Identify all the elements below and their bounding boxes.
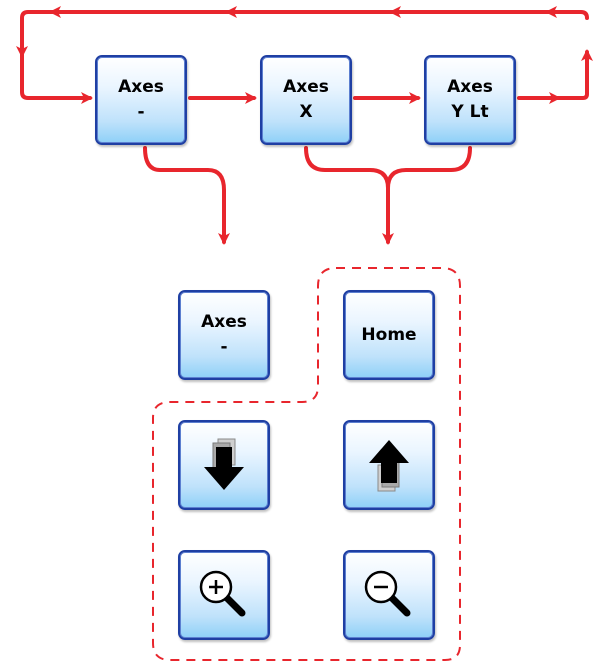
axes-button-bottom-line1: Axes (201, 312, 247, 332)
axes-button-bottom[interactable]: Axes - (178, 290, 270, 380)
axes-button-1-line2: - (137, 102, 145, 122)
scroll-up-button[interactable] (343, 420, 435, 510)
axes-x-button[interactable]: Axes X (260, 55, 352, 145)
arrow-merge-right (386, 146, 472, 190)
zoom-out-button[interactable] (343, 550, 435, 640)
home-button-label: Home (361, 324, 417, 345)
axes-button-1[interactable]: Axes - (95, 55, 187, 145)
axes-y-lt-button-line1: Axes (447, 77, 493, 97)
axes-x-button-line2: X (299, 102, 313, 122)
loop-arrow-top-seg-1 (545, 6, 589, 20)
arrow-merge-left (304, 146, 390, 190)
arrow-drop-axes (143, 146, 230, 245)
loop-arrow-left-into-first (20, 53, 93, 104)
arrow-down-icon (204, 438, 244, 490)
arrow-up-icon (369, 440, 409, 492)
scroll-down-button[interactable] (178, 420, 270, 510)
dashed-group-outline (152, 267, 461, 661)
zoom-in-button[interactable] (178, 550, 270, 640)
axes-button-1-line1: Axes (118, 77, 164, 97)
axes-y-lt-button[interactable]: Axes Y Lt (424, 55, 516, 145)
loop-arrow-left-down (16, 10, 54, 58)
axes-button-bottom-line2: - (220, 337, 228, 357)
loop-arrow-right-up (528, 49, 593, 100)
zoom-out-icon (364, 570, 411, 617)
axes-x-button-line1: Axes (283, 77, 329, 97)
zoom-in-icon (199, 570, 246, 617)
home-button[interactable]: Home (343, 290, 435, 380)
axes-y-lt-button-line2: Y Lt (451, 102, 489, 122)
